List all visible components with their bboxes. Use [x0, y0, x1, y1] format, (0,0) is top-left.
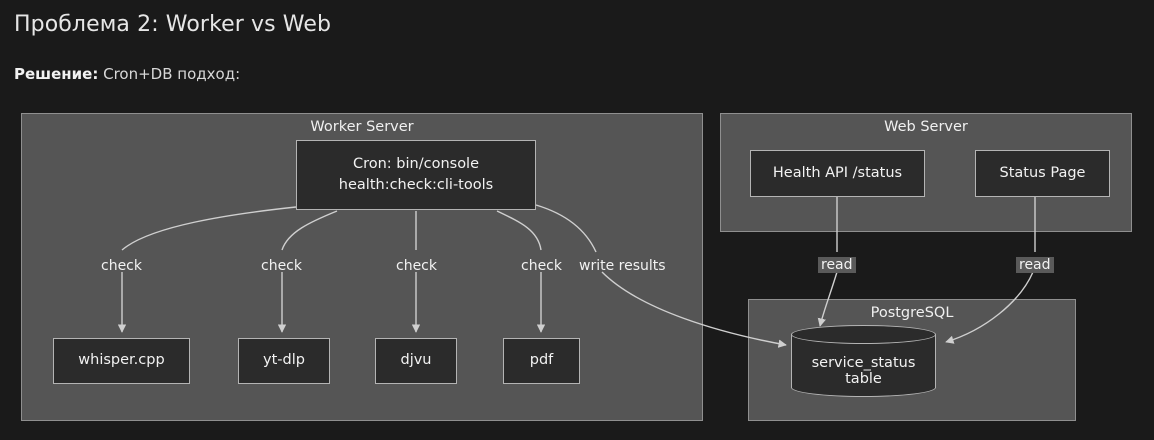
cluster-web-server-title: Web Server	[884, 119, 968, 135]
node-djvu[interactable]: djvu	[375, 338, 457, 384]
node-pdf[interactable]: pdf	[503, 338, 580, 384]
cluster-worker-server-title: Worker Server	[310, 119, 414, 135]
edge-label-check-ytdlp: check	[261, 258, 302, 274]
node-yt-dlp[interactable]: yt-dlp	[238, 338, 330, 384]
node-cron-line1: Cron: bin/console	[352, 155, 480, 172]
node-status-page[interactable]: Status Page	[975, 150, 1110, 197]
edge-label-read-health-api: read	[818, 257, 856, 273]
node-cron-line2: health:check:cli-tools	[338, 177, 494, 193]
cluster-postgresql-title: PostgreSQL	[870, 305, 954, 321]
node-service-status-table[interactable]: service_status table	[791, 325, 936, 397]
node-cron[interactable]: Cron: bin/console health:check:cli-tools	[296, 140, 536, 210]
edge-label-check-pdf: check	[521, 258, 562, 274]
solution-label: Решение:	[14, 65, 99, 83]
solution-line: Решение: Cron+DB подход:	[14, 65, 240, 83]
node-whisper-cpp[interactable]: whisper.cpp	[53, 338, 190, 384]
solution-text: Cron+DB подход:	[103, 65, 241, 83]
edge-label-read-status-page: read	[1016, 257, 1054, 273]
edge-label-write-results: write results	[579, 258, 666, 274]
node-service-status-table-label: service_status table	[811, 355, 916, 387]
edge-label-check-whisper: check	[101, 258, 142, 274]
cylinder-top	[791, 325, 936, 344]
node-health-api[interactable]: Health API /status	[750, 150, 925, 197]
page-title: Проблема 2: Worker vs Web	[14, 12, 332, 37]
edge-label-check-djvu: check	[396, 258, 437, 274]
